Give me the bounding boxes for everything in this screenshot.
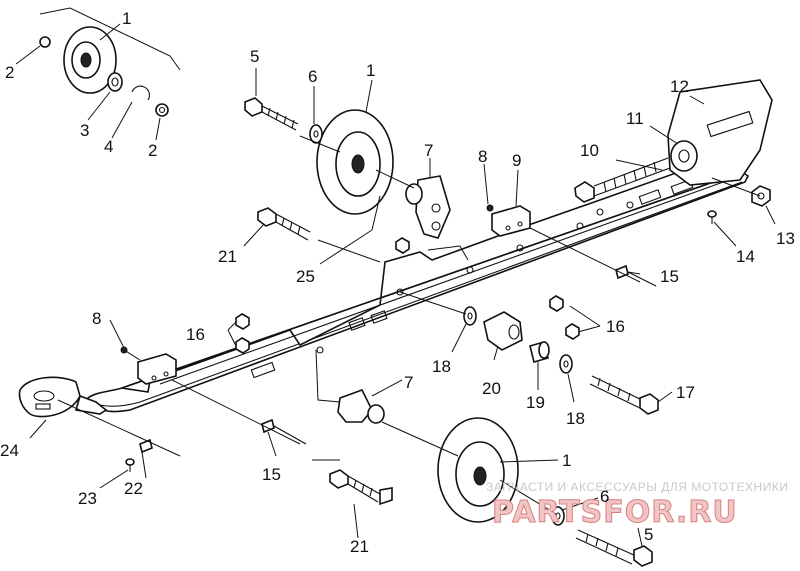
upper-left-bolt [257,207,311,241]
callout-18-low: 18 [566,409,585,428]
watermark-tagline: ЗАПЧАСТИ И АКСЕССУАРЫ ДЛЯ МОТОТЕХНИКИ [486,480,788,494]
callout-11: 11 [626,109,644,128]
callout-2-right: 2 [148,141,157,160]
lower-bolt-21 [329,469,393,506]
callout-1-mid: 1 [366,61,375,80]
rail-nuts [235,237,580,354]
callout-6-top: 6 [308,67,317,86]
middle-spacer [483,311,523,351]
rear-idler [670,140,698,172]
callout-4: 4 [104,137,113,156]
lower-bolt-5 [575,529,653,567]
callout-15-right: 15 [660,267,679,286]
callout-21-low: 21 [350,537,369,556]
callout-14: 14 [736,247,755,266]
callout-17: 17 [676,383,695,402]
callout-15-left: 15 [262,465,281,484]
callout-5-low: 5 [644,525,653,544]
upper-axle-bracket [405,175,451,239]
watermark: ЗАПЧАСТИ И АКСЕССУАРЫ ДЛЯ МОТОТЕХНИКИ PA… [486,480,788,531]
upper-small-nut [486,204,494,212]
upper-washer [309,124,323,144]
callout-16-left: 16 [186,325,205,344]
bolt-17 [589,375,659,415]
watermark-brand: PARTSFOR.RU [492,495,738,530]
rivet-left [261,418,307,445]
callout-7-top: 7 [424,141,433,160]
callout-2-left: 2 [5,63,14,82]
callout-19: 19 [526,393,545,412]
callout-7-low: 7 [404,373,413,392]
callout-labels: 1 2 3 4 2 5 6 1 7 8 9 10 11 12 13 14 15 … [0,9,795,556]
front-tip-plate [18,376,108,418]
lower-idler-wheel [437,417,519,523]
lower-axle-bracket [337,389,385,424]
long-bolt [574,157,671,203]
lower-washer [559,354,573,374]
callout-10: 10 [580,141,599,160]
rear-screw [707,210,717,224]
upper-bolt [244,97,299,131]
callout-25: 25 [296,267,315,286]
front-screws [125,438,153,472]
rear-nut [751,185,771,207]
callout-23: 23 [78,489,97,508]
callout-20: 20 [482,379,501,398]
callout-8-left: 8 [92,309,101,328]
callout-24: 24 [0,441,19,460]
left-stop-block [137,353,177,385]
middle-bushing [529,341,550,363]
callout-1-low: 1 [562,451,571,470]
callout-1-top: 1 [122,9,131,28]
callout-22: 22 [124,479,143,498]
callout-5-top: 5 [250,47,259,66]
upper-idler-wheel [316,109,394,215]
rivet-right [615,264,657,287]
assembly-lines [57,135,761,515]
callout-12: 12 [670,77,689,96]
top-wheel-assembly [39,7,181,117]
callout-9: 9 [512,151,521,170]
middle-washer [463,306,477,326]
callout-16-right: 16 [606,317,625,336]
callout-21-top: 21 [218,247,237,266]
lower-washer-6 [551,506,565,526]
callout-8-top: 8 [478,147,487,166]
callout-3: 3 [80,121,89,140]
callout-18-mid: 18 [432,357,451,376]
callout-13: 13 [776,229,795,248]
callout-leaders [15,23,776,547]
callout-6-low: 6 [600,487,609,506]
